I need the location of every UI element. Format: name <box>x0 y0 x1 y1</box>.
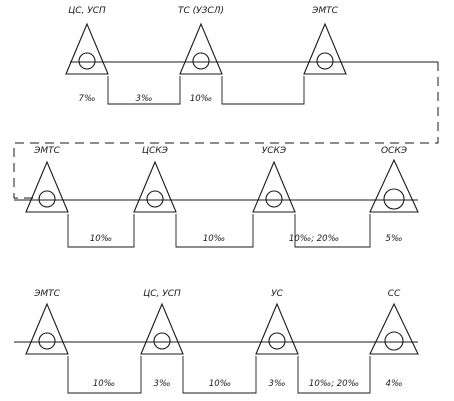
grade-label: 10‰ <box>190 94 212 104</box>
grade-label: 10‰ <box>93 379 115 389</box>
circle-symbol <box>153 332 171 350</box>
grade-label: 10‰ <box>90 234 112 244</box>
row-3: ЭМТС ЦС, УСП УС СС 10‰ 3‰ 10‰ 3‰ 10‰; 20… <box>14 289 419 394</box>
circle-symbol <box>38 190 56 208</box>
station-symbol <box>133 160 177 213</box>
station-label: ЦСКЭ <box>142 146 169 156</box>
row-2: ЭМТС ЦСКЭ УСКЭ ОСКЭ 10‰ 10‰ 10‰; 20‰ 5‰ <box>14 146 419 248</box>
circle-symbol <box>38 332 56 350</box>
circle-symbol <box>78 52 96 70</box>
grade-bracket <box>175 214 254 248</box>
circle-symbol <box>316 52 334 70</box>
grade-bracket <box>221 76 305 105</box>
grade-label: 4‰ <box>386 379 403 389</box>
station-label: ТС (УЗСЛ) <box>178 6 224 16</box>
grade-label: 7‰ <box>79 94 96 104</box>
grade-label: 10‰ <box>209 379 231 389</box>
station-symbol <box>140 302 184 355</box>
station-label: ЭМТС <box>311 6 339 16</box>
station-symbol <box>303 22 347 75</box>
grade-bracket <box>182 356 257 394</box>
grade-label: 10‰ <box>203 234 225 244</box>
circle-symbol <box>265 190 283 208</box>
station-symbol <box>369 158 419 213</box>
station-symbol <box>25 160 69 213</box>
grade-label: 10‰; 20‰ <box>289 234 339 244</box>
circle-symbol <box>268 332 286 350</box>
circle-symbol <box>384 331 404 351</box>
grade-bracket <box>67 214 135 248</box>
station-label: УСКЭ <box>262 146 287 156</box>
grade-label: 3‰ <box>136 94 153 104</box>
station-label: ЭМТС <box>33 146 61 156</box>
station-symbol <box>65 22 109 75</box>
grade-bracket <box>67 356 142 394</box>
grade-label: 3‰ <box>269 379 286 389</box>
station-label: ЭМТС <box>33 289 61 299</box>
grade-bracket <box>294 214 371 248</box>
grade-bracket <box>107 76 181 105</box>
station-label: УС <box>271 289 283 299</box>
row-1: ЦС, УСП ТС (УЗСЛ) ЭМТС 7‰ 3‰ 10‰ <box>65 6 438 105</box>
circle-symbol <box>146 190 164 208</box>
circle-symbol <box>383 188 405 210</box>
station-symbol <box>25 302 69 355</box>
grade-label: 3‰ <box>154 379 171 389</box>
grade-label: 10‰; 20‰ <box>309 379 359 389</box>
station-label: СС <box>388 289 401 299</box>
circle-symbol <box>192 52 210 70</box>
dashed-connector <box>13 62 439 199</box>
station-symbol <box>369 302 419 355</box>
grade-label: 5‰ <box>386 234 403 244</box>
station-symbol <box>179 22 223 75</box>
station-symbol <box>255 302 299 355</box>
grade-bracket <box>297 356 371 394</box>
station-symbol <box>252 160 296 213</box>
station-label: ОСКЭ <box>381 146 408 156</box>
station-label: ЦС, УСП <box>68 6 106 16</box>
station-label: ЦС, УСП <box>143 289 181 299</box>
